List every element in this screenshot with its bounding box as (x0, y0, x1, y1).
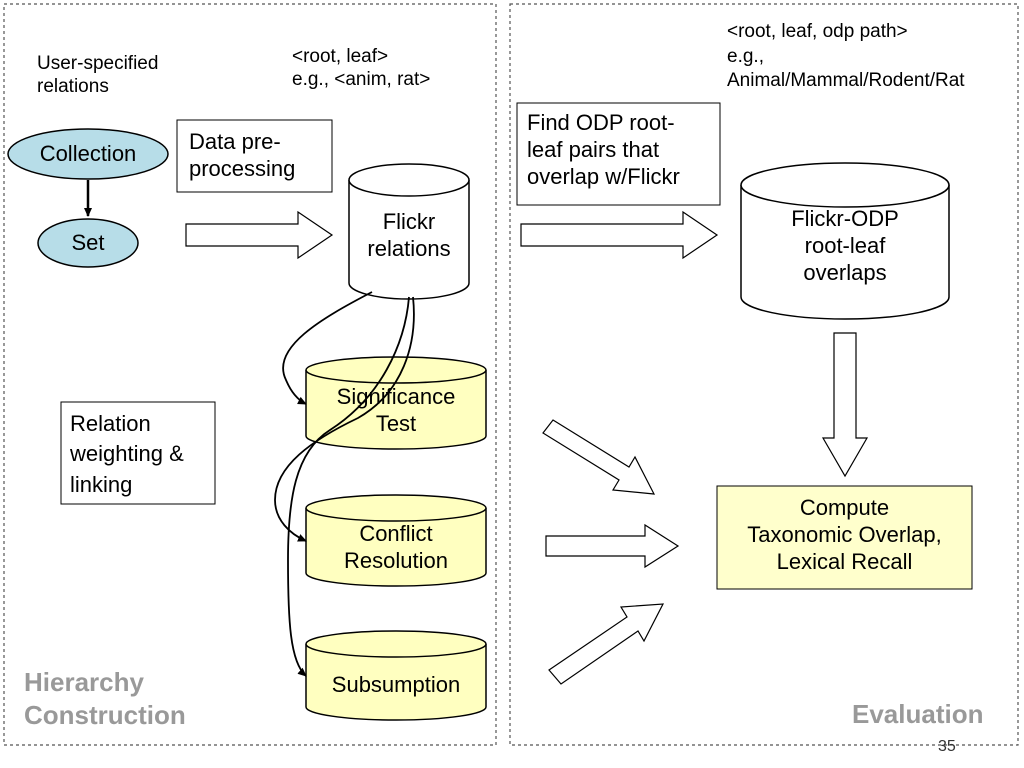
collection-label: Collection (39, 141, 137, 166)
set-ellipse (37, 218, 139, 268)
find-odp-label: Find ODP root- leaf pairs that overlap w… (527, 110, 680, 189)
curve-to-significance (282, 291, 373, 405)
block-arrow-to-compute-bottom (548, 603, 665, 685)
slide-number: 35 (938, 738, 956, 755)
significance-test-label: Significance Test (336, 384, 456, 436)
flickr-relations-cylinder (348, 163, 470, 300)
hierarchy-construction-title: Hierarchy Construction (24, 667, 186, 730)
curve-to-conflict (274, 296, 415, 542)
flickr-relations-label: Flickr relations (367, 209, 451, 261)
relation-weighting-label: Relation weighting & linking (70, 411, 184, 497)
subsumption-label: Subsumption (331, 672, 461, 697)
evaluation-panel (509, 3, 1019, 746)
flickr-odp-cylinder (740, 162, 950, 320)
set-label: Set (71, 230, 105, 255)
subsumption-cylinder (305, 630, 487, 721)
block-arrow-down-overlaps (821, 332, 869, 478)
conflict-resolution-label: Conflict Resolution (344, 521, 448, 573)
evaluation-title: Evaluation (852, 699, 984, 729)
relation-weighting-box (60, 401, 216, 505)
collection-ellipse (7, 128, 169, 180)
hierarchy-construction-panel (3, 3, 497, 746)
user-relations-note: User-specified relations (37, 53, 159, 98)
compute-overlap-label: Compute Taxonomic Overlap, Lexical Recal… (747, 495, 942, 574)
block-arrow-find-odp (520, 210, 719, 260)
find-odp-box (516, 102, 721, 206)
flickr-odp-label: Flickr-ODP root-leaf overlaps (791, 206, 899, 285)
root-leaf-example-note: <root, leaf> e.g., <anim, rat> (292, 46, 431, 91)
block-arrow-preprocessing (185, 210, 334, 260)
block-arrow-to-compute-top (542, 419, 656, 495)
data-preprocessing-box (176, 119, 333, 193)
compute-overlap-box (716, 485, 973, 590)
significance-test-cylinder (305, 356, 487, 450)
conflict-resolution-cylinder (305, 494, 487, 587)
block-arrow-to-compute-middle (545, 523, 680, 569)
curve-to-subsumption (287, 296, 410, 677)
odp-path-example-note: <root, leaf, odp path> e.g., Animal/Mamm… (727, 21, 965, 92)
data-preprocessing-label: Data pre- processing (189, 129, 296, 181)
